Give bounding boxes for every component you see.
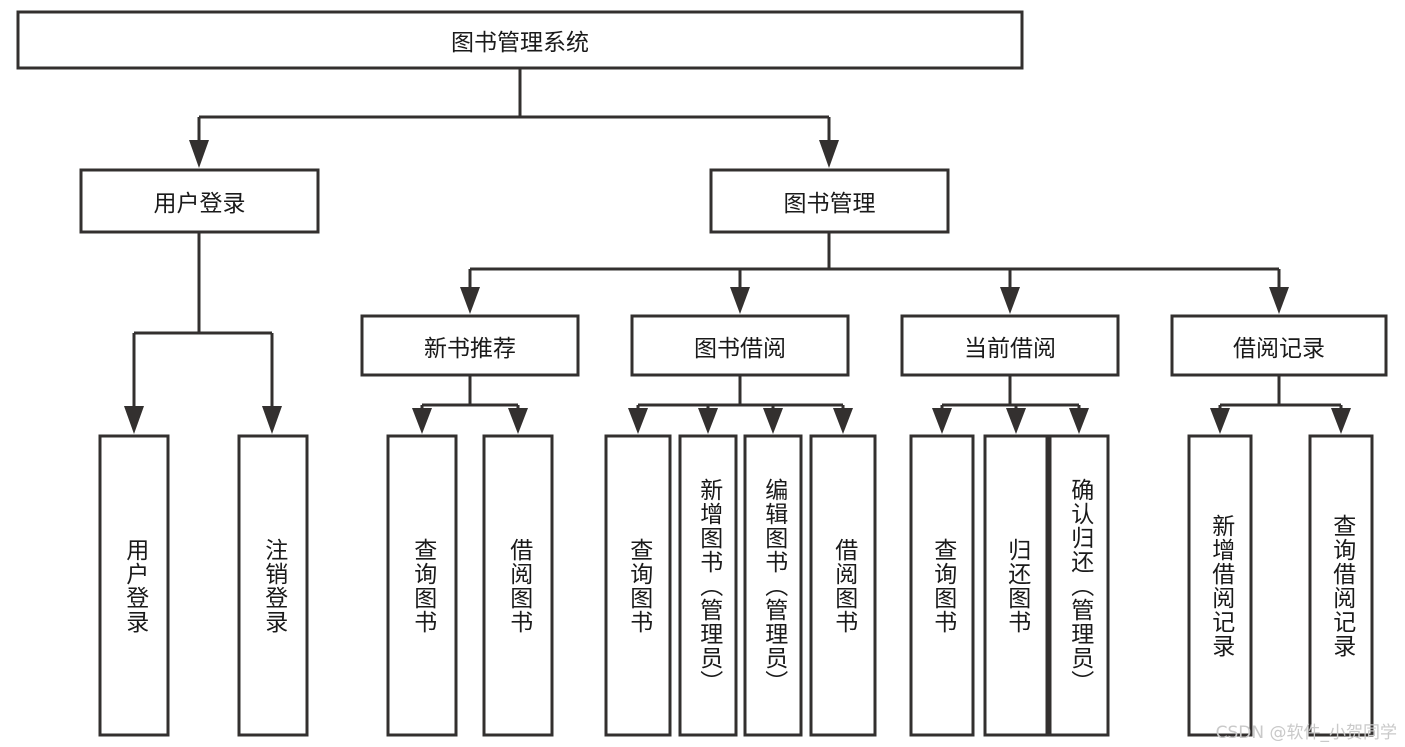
connector-group-new-books xyxy=(412,375,528,434)
node-box-book-manage[interactable] xyxy=(709,168,950,234)
node-box-leaf-borrow-books-new[interactable] xyxy=(482,434,554,737)
arrowhead-borrow-leaf-0 xyxy=(628,408,648,434)
arrowhead-bookmanage-to-borrow xyxy=(730,287,750,314)
arrowhead-current-leaf-2 xyxy=(1069,408,1089,434)
arrowhead-bookmanage-to-records xyxy=(1269,287,1289,314)
connector-group-root xyxy=(189,68,839,168)
connector-group-current-borrow xyxy=(932,375,1089,434)
node-box-leaf-query-books-current[interactable] xyxy=(909,434,975,737)
arrowhead-records-leaf-1 xyxy=(1331,408,1351,434)
node-box-root[interactable] xyxy=(16,10,1024,70)
node-box-user-login[interactable] xyxy=(79,168,320,234)
node-box-leaf-query-books-borrow[interactable] xyxy=(604,434,672,737)
node-box-borrow-records[interactable] xyxy=(1170,314,1388,377)
node-box-new-book-recommend[interactable] xyxy=(360,314,580,377)
connector-group-book-manage xyxy=(460,232,1289,314)
node-box-leaf-confirm-return-admin[interactable] xyxy=(1048,434,1110,737)
arrowhead-newbooks-leaf-0 xyxy=(412,408,432,434)
node-box-leaf-query-borrow-record[interactable] xyxy=(1308,434,1374,737)
arrowhead-root-to-user-login xyxy=(189,140,209,168)
arrowhead-bookmanage-to-current xyxy=(1000,287,1020,314)
connector-group-user-login xyxy=(124,232,282,434)
node-box-leaf-user-login[interactable] xyxy=(98,434,170,737)
node-box-book-borrow[interactable] xyxy=(630,314,850,377)
arrowhead-current-leaf-1 xyxy=(1006,408,1026,434)
node-box-leaf-borrow-books[interactable] xyxy=(809,434,877,737)
node-box-leaf-add-borrow-record[interactable] xyxy=(1187,434,1253,737)
arrowhead-records-leaf-0 xyxy=(1210,408,1230,434)
arrowhead-borrow-leaf-1 xyxy=(698,408,718,434)
node-box-leaf-add-book-admin[interactable] xyxy=(678,434,738,737)
connector-group-borrow xyxy=(628,375,853,434)
node-box-leaf-edit-book-admin[interactable] xyxy=(743,434,803,737)
arrowhead-borrow-leaf-2 xyxy=(763,408,783,434)
node-box-leaf-return-books[interactable] xyxy=(983,434,1049,737)
node-box-leaf-query-books-new[interactable] xyxy=(386,434,458,737)
connector-group-records xyxy=(1210,375,1351,434)
arrowhead-bookmanage-to-new-books xyxy=(460,287,480,314)
node-box-current-borrow[interactable] xyxy=(900,314,1120,377)
arrowhead-root-to-book-manage xyxy=(819,140,839,168)
arrowhead-current-leaf-0 xyxy=(932,408,952,434)
arrowhead-userlogin-leaf-0 xyxy=(124,406,144,434)
node-box-leaf-logout[interactable] xyxy=(237,434,309,737)
arrowhead-borrow-leaf-3 xyxy=(833,408,853,434)
arrowhead-newbooks-leaf-1 xyxy=(508,408,528,434)
arrowhead-userlogin-leaf-1 xyxy=(262,406,282,434)
